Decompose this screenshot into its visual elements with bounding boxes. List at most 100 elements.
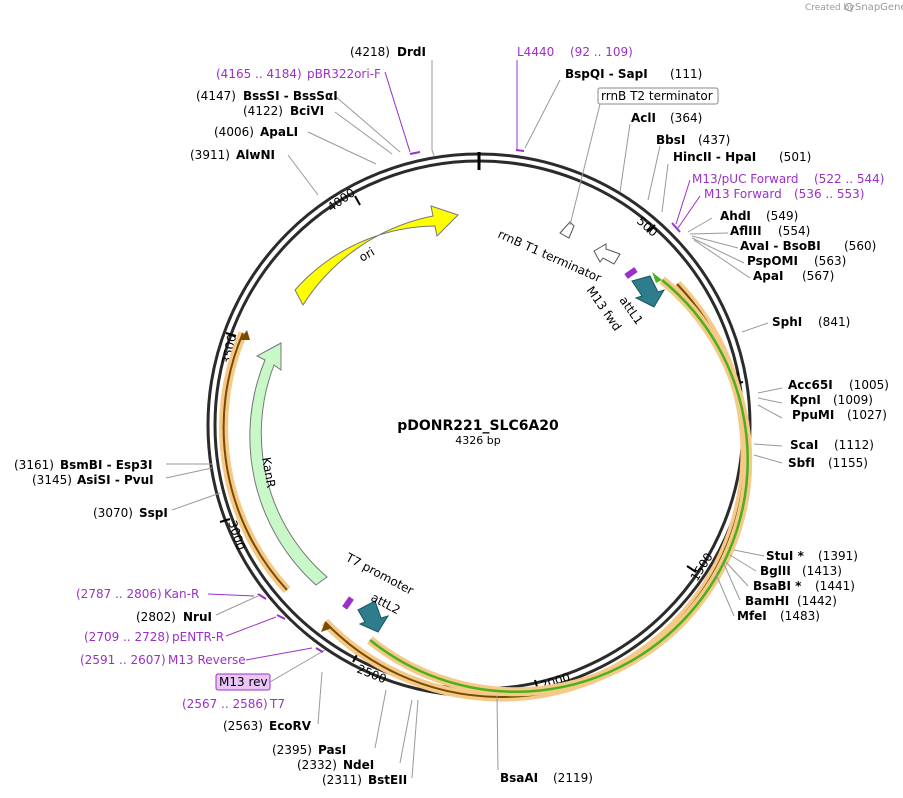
enzyme-nrui[interactable]: (2802) NruI bbox=[136, 610, 212, 624]
kan-strand[interactable] bbox=[222, 332, 288, 591]
enzyme-bsteii[interactable]: (2311) BstEII bbox=[322, 773, 407, 787]
insert-strand-inner[interactable] bbox=[369, 279, 749, 693]
primer-marks bbox=[257, 149, 681, 653]
attl2-feature[interactable] bbox=[357, 600, 390, 633]
m13-rev-leader bbox=[269, 649, 326, 683]
svg-text:EcoRV: EcoRV bbox=[269, 719, 312, 733]
rrnb-t2-feature[interactable] bbox=[559, 221, 575, 239]
svg-text:AflIII: AflIII bbox=[730, 224, 762, 238]
svg-text:(567): (567) bbox=[802, 269, 834, 283]
enzyme-bsssi[interactable]: (4147) BssSI - BssSαI bbox=[196, 89, 338, 103]
enzyme-bamhi[interactable]: BamHI(1442) bbox=[745, 594, 837, 608]
svg-text:(554): (554) bbox=[778, 224, 810, 238]
ori-label: ori bbox=[357, 245, 378, 265]
enzyme-sphi[interactable]: SphI(841) bbox=[772, 315, 850, 329]
svg-text:PasI: PasI bbox=[318, 743, 346, 757]
svg-text:(1009): (1009) bbox=[833, 393, 873, 407]
svg-text:(1441): (1441) bbox=[815, 579, 855, 593]
primer-l4440[interactable]: L4440(92 .. 109) bbox=[517, 45, 633, 59]
svg-text:ApaLI: ApaLI bbox=[260, 125, 298, 139]
svg-text:MfeI: MfeI bbox=[737, 609, 767, 623]
enzyme-sspi[interactable]: (3070)SspI bbox=[93, 506, 168, 520]
primer-m13-forward[interactable]: M13 Forward(536 .. 553) bbox=[704, 187, 864, 201]
svg-text:pBR322ori-F: pBR322ori-F bbox=[307, 67, 381, 81]
m13-fwd-feature[interactable] bbox=[624, 267, 638, 279]
svg-text:BstEII: BstEII bbox=[368, 773, 407, 787]
kanr-label: KanR bbox=[259, 456, 278, 489]
t7-promoter-feature[interactable] bbox=[342, 596, 354, 610]
enzyme-apali[interactable]: (4006)ApaLI bbox=[214, 125, 298, 139]
enzyme-alwni[interactable]: (3911)AlwNI bbox=[190, 148, 275, 162]
enzyme-apai[interactable]: ApaI (567) bbox=[753, 269, 834, 283]
enzyme-mfei[interactable]: MfeI (1483) bbox=[737, 609, 820, 623]
svg-text:ApaI: ApaI bbox=[753, 269, 783, 283]
enzyme-bspqi[interactable]: BspQI - SapI(111) bbox=[565, 67, 702, 81]
kan-arrowhead bbox=[240, 330, 250, 340]
insert-arrowhead bbox=[652, 272, 662, 283]
enzyme-pspomi[interactable]: PspOMI(563) bbox=[747, 254, 846, 268]
enzyme-asisi[interactable]: (3145)AsiSI - PvuI bbox=[32, 473, 154, 487]
enzyme-ppumi[interactable]: PpuMI(1027) bbox=[792, 408, 887, 422]
enzyme-ndei[interactable]: (2332)NdeI bbox=[297, 758, 374, 772]
svg-text:M13/pUC Forward: M13/pUC Forward bbox=[692, 172, 799, 186]
svg-text:pENTR-R: pENTR-R bbox=[172, 630, 224, 644]
enzyme-hincii[interactable]: HincII - HpaI(501) bbox=[673, 150, 811, 164]
enzyme-sbfi[interactable]: SbfI(1155) bbox=[788, 456, 868, 470]
enzyme-ahdi[interactable]: AhdI(549) bbox=[720, 209, 798, 223]
t7-promoter-label: T7 promoter bbox=[343, 550, 416, 598]
enzyme-bcivi[interactable]: (4122)BciVI bbox=[243, 104, 324, 118]
enzyme-afliii[interactable]: AflIII (554) bbox=[730, 224, 810, 238]
svg-text:BssSI - BssSαI: BssSI - BssSαI bbox=[243, 89, 338, 103]
primer-t7[interactable]: (2567 .. 2586)T7 bbox=[182, 697, 285, 711]
svg-text:(1483): (1483) bbox=[780, 609, 820, 623]
enzyme-kpni[interactable]: KpnI(1009) bbox=[790, 393, 873, 407]
enzyme-acli[interactable]: AclI(364) bbox=[631, 111, 702, 125]
enzyme-pasi[interactable]: (2395)PasI bbox=[272, 743, 346, 757]
svg-text:HincII - HpaI: HincII - HpaI bbox=[673, 150, 756, 164]
svg-text:M13 Forward: M13 Forward bbox=[704, 187, 782, 201]
svg-text:(1112): (1112) bbox=[834, 438, 874, 452]
svg-text:(560): (560) bbox=[844, 239, 876, 253]
primer-m13-reverse[interactable]: (2591 .. 2607)M13 Reverse bbox=[80, 653, 246, 667]
insert-strand-outer[interactable] bbox=[324, 283, 746, 698]
enzyme-ecorv[interactable]: (2563) EcoRV bbox=[223, 719, 312, 733]
svg-text:(2567 .. 2586): (2567 .. 2586) bbox=[182, 697, 268, 711]
enzyme-bsabi[interactable]: BsaBI *(1441) bbox=[753, 579, 855, 593]
svg-text:SbfI: SbfI bbox=[788, 456, 815, 470]
primer-leaders bbox=[207, 60, 701, 661]
svg-text:(1413): (1413) bbox=[802, 564, 842, 578]
enzyme-drdi[interactable]: (4218)DrdI bbox=[350, 45, 426, 59]
attl1-feature[interactable] bbox=[631, 275, 666, 308]
enzyme-acc65i[interactable]: Acc65I(1005) bbox=[788, 378, 889, 392]
ori-feature[interactable] bbox=[294, 205, 459, 306]
svg-text:(1005): (1005) bbox=[849, 378, 889, 392]
svg-text:L4440: L4440 bbox=[517, 45, 554, 59]
primer-pbr322ori-f[interactable]: (4165 .. 4184)pBR322ori-F bbox=[216, 67, 381, 81]
enzyme-avai[interactable]: AvaI - BsoBI(560) bbox=[740, 239, 876, 253]
primer-pentr-r[interactable]: (2709 .. 2728)pENTR-R bbox=[84, 630, 224, 644]
plasmid-name: pDONR221_SLC6A20 bbox=[397, 418, 559, 434]
svg-text:(4218): (4218) bbox=[350, 45, 390, 59]
enzyme-scai[interactable]: ScaI(1112) bbox=[790, 438, 874, 452]
enzyme-bsmbi[interactable]: (3161)BsmBI - Esp3I bbox=[14, 458, 152, 472]
svg-text:(2802): (2802) bbox=[136, 610, 176, 624]
primer-m13-puc-forward[interactable]: M13/pUC Forward(522 .. 544) bbox=[692, 172, 884, 186]
svg-text:AclI: AclI bbox=[631, 111, 656, 125]
svg-text:(4147): (4147) bbox=[196, 89, 236, 103]
svg-text:SspI: SspI bbox=[139, 506, 168, 520]
rrnb-t1-label: rrnB T1 terminator bbox=[496, 227, 604, 285]
rrnb-t1-feature[interactable] bbox=[593, 243, 621, 265]
m13-rev-label: M13 rev bbox=[219, 675, 268, 689]
enzyme-bsaai[interactable]: BsaAI(2119) bbox=[500, 771, 593, 785]
enzyme-bglii[interactable]: BglII(1413) bbox=[760, 564, 842, 578]
svg-text:(2311): (2311) bbox=[322, 773, 362, 787]
svg-text:(3911): (3911) bbox=[190, 148, 230, 162]
svg-text:NruI: NruI bbox=[183, 610, 212, 624]
svg-text:NdeI: NdeI bbox=[343, 758, 374, 772]
svg-text:(2563): (2563) bbox=[223, 719, 263, 733]
kanr-feature[interactable] bbox=[249, 342, 328, 586]
enzyme-stui[interactable]: StuI *(1391) bbox=[766, 549, 858, 563]
primer-kan-r[interactable]: (2787 .. 2806)Kan-R bbox=[76, 587, 199, 601]
enzyme-bbsi[interactable]: BbsI(437) bbox=[656, 133, 730, 147]
svg-text:SphI: SphI bbox=[772, 315, 802, 329]
